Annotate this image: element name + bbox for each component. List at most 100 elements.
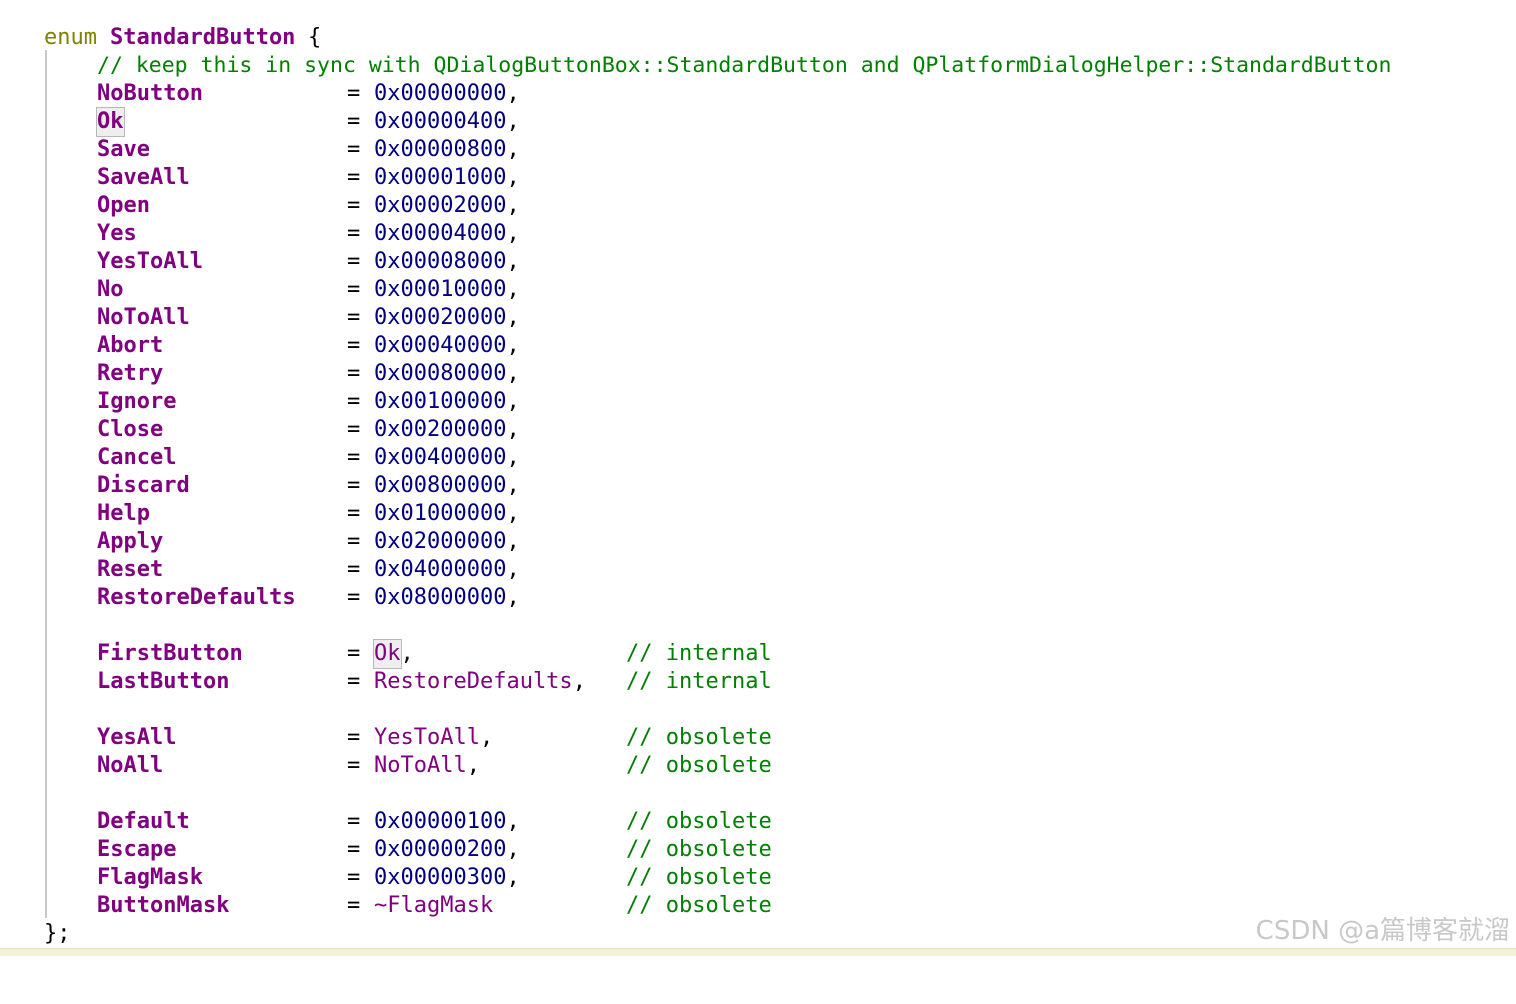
equals-sign: = <box>347 669 361 694</box>
equals-sign: = <box>347 165 361 190</box>
enum-entry-name: NoButton <box>97 81 203 106</box>
equals-sign: = <box>347 501 361 526</box>
enum-entry-value: 0x00000200 <box>374 837 507 862</box>
code-line-comment: // keep this in sync with QDialogButtonB… <box>0 52 1391 80</box>
comma: , <box>506 473 520 498</box>
equals-sign: = <box>347 221 361 246</box>
comma: , <box>506 361 520 386</box>
equals-sign: = <box>347 641 361 666</box>
enum-entry-name: ButtonMask <box>97 893 230 918</box>
enum-entry-value: 0x04000000 <box>374 557 507 582</box>
comma: , <box>506 221 520 246</box>
comma: , <box>506 585 520 610</box>
enum-entry-name: Close <box>97 417 164 442</box>
enum-entry-comment: // obsolete <box>626 753 772 778</box>
enum-entry-name: Ok <box>96 107 125 137</box>
enum-entry-name: Help <box>97 501 150 526</box>
comma: , <box>506 277 520 302</box>
comma: , <box>506 81 520 106</box>
equals-sign: = <box>347 865 361 890</box>
comma: , <box>506 501 520 526</box>
comma: , <box>572 669 586 694</box>
enum-entry-name: FlagMask <box>97 865 203 890</box>
editor-bottom-bar <box>0 948 1516 956</box>
equals-sign: = <box>347 809 361 834</box>
enum-entry-name: Discard <box>97 473 190 498</box>
enum-entry-value: 0x08000000 <box>374 585 507 610</box>
equals-sign: = <box>347 445 361 470</box>
equals-sign: = <box>347 837 361 862</box>
enum-entry-value: 0x00004000 <box>374 221 507 246</box>
comma: , <box>506 557 520 582</box>
equals-sign: = <box>347 893 361 918</box>
equals-sign: = <box>347 333 361 358</box>
sync-comment: // keep this in sync with QDialogButtonB… <box>97 53 1392 78</box>
comma: , <box>506 529 520 554</box>
enum-entry-value: 0x00080000 <box>374 361 507 386</box>
comma: , <box>506 165 520 190</box>
enum-entry-value: 0x02000000 <box>374 529 507 554</box>
enum-entry-value: YesToAll <box>374 725 480 750</box>
enum-entry-value: 0x00000800 <box>374 137 507 162</box>
equals-sign: = <box>347 417 361 442</box>
enum-entry-value: 0x01000000 <box>374 501 507 526</box>
enum-entry-value: RestoreDefaults <box>374 669 573 694</box>
enum-entry-value: 0x00000300 <box>374 865 507 890</box>
code-line-closing: }; <box>0 920 71 948</box>
equals-sign: = <box>347 389 361 414</box>
enum-entry-value: 0x00010000 <box>374 277 507 302</box>
enum-entry-name: SaveAll <box>97 165 190 190</box>
enum-entry-value: 0x00020000 <box>374 305 507 330</box>
comma: , <box>506 865 520 890</box>
comma: , <box>506 809 520 834</box>
enum-entry-name: Ignore <box>97 389 177 414</box>
comma: , <box>506 837 520 862</box>
equals-sign: = <box>347 137 361 162</box>
comma: , <box>506 333 520 358</box>
enum-entry-name: Default <box>97 809 190 834</box>
enum-type-name: StandardButton <box>110 25 296 50</box>
enum-keyword: enum <box>44 25 97 50</box>
equals-sign: = <box>347 305 361 330</box>
comma: , <box>506 445 520 470</box>
enum-entry-comment: // internal <box>626 669 772 694</box>
comma: , <box>506 417 520 442</box>
equals-sign: = <box>347 81 361 106</box>
enum-entry-value: 0x00000100 <box>374 809 507 834</box>
enum-entry-value: 0x00200000 <box>374 417 507 442</box>
equals-sign: = <box>347 585 361 610</box>
enum-entry-value: 0x00008000 <box>374 249 507 274</box>
enum-entry-value: 0x00000000 <box>374 81 507 106</box>
enum-entry-name: Yes <box>97 221 137 246</box>
code-editor[interactable]: enum StandardButton { // keep this in sy… <box>0 0 1516 948</box>
enum-entry-name: Apply <box>97 529 164 554</box>
enum-entry-comment: // obsolete <box>626 809 772 834</box>
open-brace: { <box>308 25 322 50</box>
enum-entry-name: NoAll <box>97 753 164 778</box>
equals-sign: = <box>347 109 361 134</box>
enum-entry-value: 0x00001000 <box>374 165 507 190</box>
enum-entry-name: Escape <box>97 837 177 862</box>
enum-entry-name: Open <box>97 193 150 218</box>
comma: , <box>400 641 414 666</box>
enum-entry-comment: // obsolete <box>626 725 772 750</box>
enum-entry-comment: // internal <box>626 641 772 666</box>
enum-entry-value: 0x00040000 <box>374 333 507 358</box>
equals-sign: = <box>347 277 361 302</box>
enum-entry-value: 0x00100000 <box>374 389 507 414</box>
enum-entry-value: 0x00400000 <box>374 445 507 470</box>
equals-sign: = <box>347 473 361 498</box>
equals-sign: = <box>347 193 361 218</box>
enum-entry-name: Retry <box>97 361 164 386</box>
enum-entry-name: Reset <box>97 557 164 582</box>
equals-sign: = <box>347 753 361 778</box>
comma: , <box>506 137 520 162</box>
enum-entry-name: LastButton <box>97 669 230 694</box>
enum-entry-value: 0x00800000 <box>374 473 507 498</box>
enum-entry-value: ~FlagMask <box>374 893 494 918</box>
enum-entry-value: 0x00000400 <box>374 109 507 134</box>
enum-entry-comment: // obsolete <box>626 865 772 890</box>
watermark: CSDN @a篇博客就溜 <box>1255 916 1510 946</box>
enum-entry-name: RestoreDefaults <box>97 585 296 610</box>
code-line-enum-header: enum StandardButton { <box>0 24 321 52</box>
